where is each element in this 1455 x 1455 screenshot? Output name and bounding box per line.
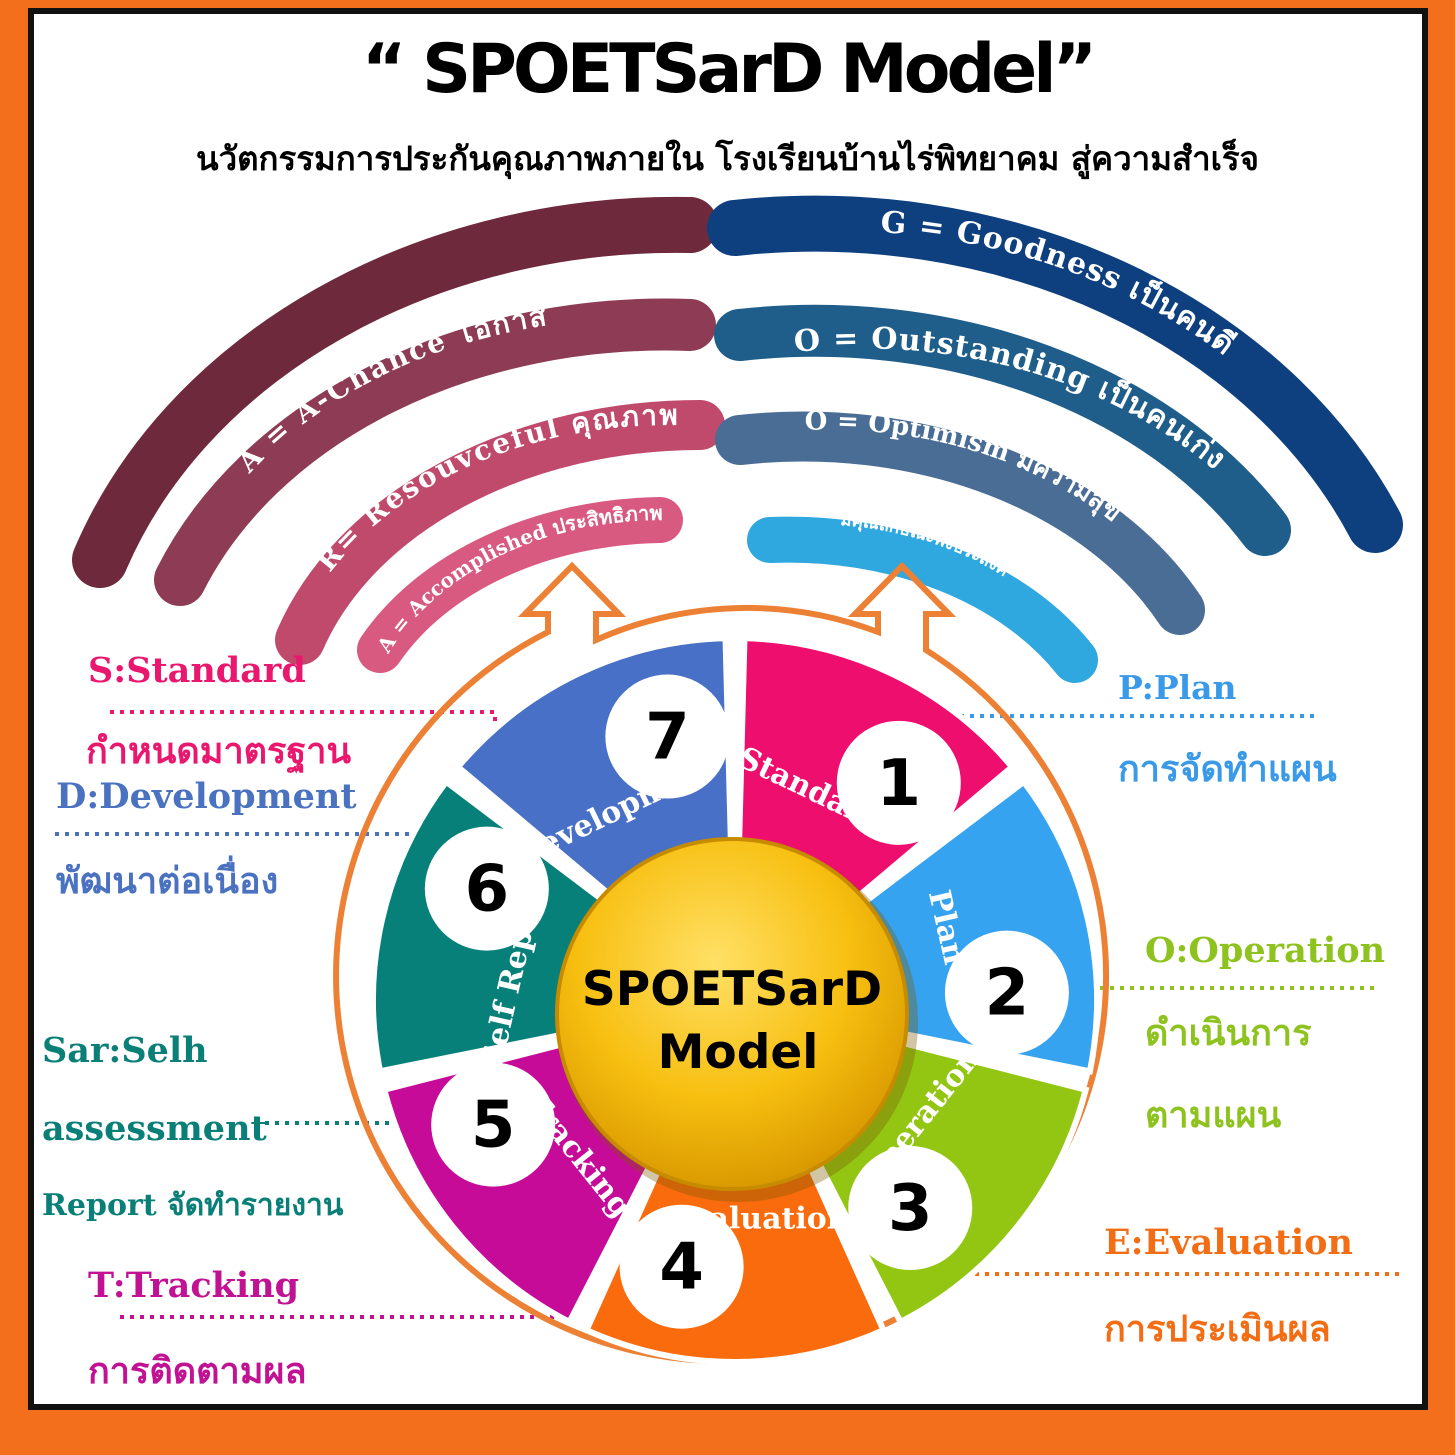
arc-outstanding bbox=[714, 304, 1291, 556]
center-title-line1: SPOETSarD bbox=[582, 962, 882, 1017]
development-label-en: D:Development bbox=[56, 776, 357, 817]
segment-number: 3 bbox=[888, 1172, 933, 1246]
segment-number: 2 bbox=[985, 957, 1030, 1031]
plan-label-en: P:Plan bbox=[1118, 668, 1237, 707]
segment-number-bubble bbox=[836, 720, 961, 845]
segment-number-bubble bbox=[619, 1204, 744, 1329]
center-title-line2: Model bbox=[658, 1025, 819, 1080]
selfreport-label-en1: Sar:Selh bbox=[42, 1030, 208, 1071]
evaluation-label-th: การประเมินผล bbox=[1104, 1308, 1331, 1350]
arc-safe bbox=[72, 196, 718, 588]
arc-desirable bbox=[747, 516, 1098, 683]
operation-label-th2: ตามแผน bbox=[1145, 1094, 1282, 1136]
segment-number-bubble bbox=[944, 930, 1069, 1055]
standard-label-th: กำหนดมาตรฐาน bbox=[86, 730, 352, 772]
right-arc-group bbox=[707, 195, 1403, 683]
tracking-label-th: การติดตามผล bbox=[88, 1350, 307, 1392]
page-title: “ SPOETSarD Model” bbox=[361, 30, 1098, 109]
segment-number-bubble bbox=[605, 674, 730, 799]
segment-number-bubble bbox=[848, 1146, 973, 1271]
segment-label: Evaluation bbox=[669, 1202, 849, 1237]
arc-accomplished bbox=[357, 497, 683, 673]
segment-number: 5 bbox=[471, 1089, 516, 1163]
left-arc-group bbox=[72, 196, 725, 673]
center-circle bbox=[555, 837, 909, 1191]
development-label-th: พัฒนาต่อเนื่อง bbox=[56, 860, 279, 902]
segment-number-bubble bbox=[431, 1062, 556, 1187]
segment-number: 1 bbox=[877, 747, 922, 821]
tracking-label-en: T:Tracking bbox=[88, 1265, 300, 1306]
evaluation-label-en: E:Evaluation bbox=[1104, 1222, 1353, 1263]
standard-label-en: S:Standard bbox=[88, 650, 306, 691]
plan-label-th: การจัดทำแผน bbox=[1118, 748, 1337, 790]
operation-label-th1: ดำเนินการ bbox=[1145, 1012, 1312, 1054]
selfreport-label-en2: assessment bbox=[42, 1108, 267, 1149]
segment-number-bubble bbox=[424, 826, 549, 951]
arc-resourceful bbox=[275, 400, 725, 665]
segment-number: 6 bbox=[465, 853, 510, 927]
arc-optimism bbox=[715, 411, 1205, 635]
arc-goodness bbox=[707, 195, 1403, 553]
operation-label-en: O:Operation bbox=[1145, 930, 1386, 971]
segment-number: 7 bbox=[645, 701, 690, 775]
segment-number: 4 bbox=[659, 1231, 704, 1305]
selfreport-label-th: Report จัดทำรายงาน bbox=[42, 1188, 344, 1223]
page-subtitle: นวัตกรรมการประกันคุณภาพภายใน โรงเรียนบ้า… bbox=[196, 139, 1259, 178]
arc-a-chance bbox=[154, 298, 716, 606]
